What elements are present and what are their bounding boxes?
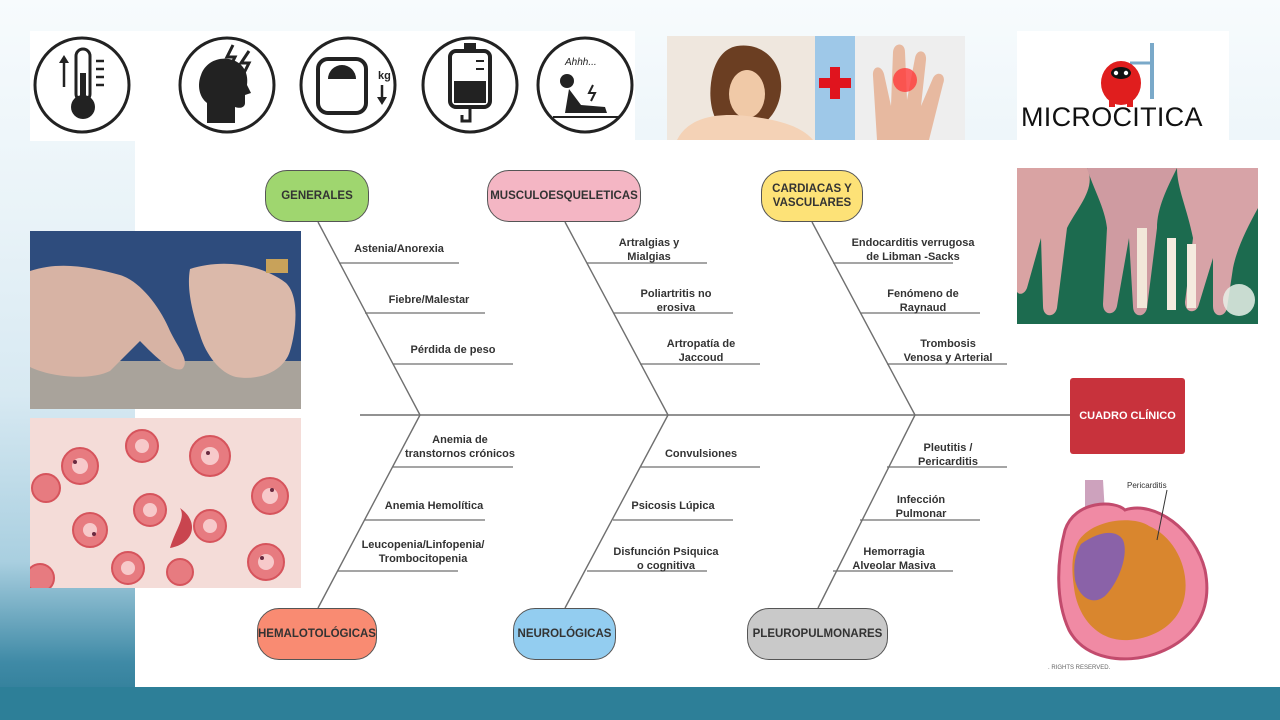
category-generales: GENERALES	[265, 170, 369, 222]
item-generales-3: Pérdida de peso	[410, 344, 496, 356]
raynaud-hands-photo	[1017, 168, 1258, 324]
item-cardiacas-2: Fenómeno de Raynaud	[887, 288, 959, 315]
footer-band	[0, 687, 1280, 720]
item-pleuro-2: Infección Pulmonar	[895, 494, 947, 521]
symptom-icons-strip: kg Ahhh...	[30, 31, 635, 141]
item-neuro-3: Disfunción Psiquica o cognitiva	[613, 546, 719, 573]
svg-text:kg: kg	[378, 70, 391, 82]
category-hematologicas: HEMALOTOLÓGICAS	[257, 608, 377, 660]
item-hema-2: Anemia Hemolítica	[384, 500, 484, 512]
svg-text:Ahhh...: Ahhh...	[564, 57, 597, 68]
microcitica-label: MICROCITICA	[1021, 102, 1203, 132]
item-musculo-1: Artralgias y Mialgias	[618, 237, 680, 264]
item-musculo-3: Artropatía de Jaccoud	[666, 338, 736, 365]
category-pleuropulmonares: PLEUROPULMONARES	[747, 608, 888, 660]
item-hema-1: Anemia de transtornos crónicos	[404, 434, 516, 461]
category-musculoesqueleticas: MUSCULOESQUELETICAS	[487, 170, 641, 222]
jaccoud-hands-photo	[30, 231, 301, 409]
category-neurologicas: NEUROLÓGICAS	[513, 608, 616, 660]
item-cardiacas-1: Endocarditis verrugosa de Libman -Sacks	[851, 237, 975, 264]
effect-cuadro-clinico: CUADRO CLÍNICO	[1070, 378, 1185, 454]
red-blood-cells-photo	[30, 418, 301, 588]
fatigue-and-joint-pain-photo	[667, 36, 965, 140]
pericarditis-callout-label: Pericarditis	[1127, 481, 1167, 490]
thermometer-icon	[33, 36, 131, 134]
item-generales-2: Fiebre/Malestar	[388, 294, 470, 306]
item-generales-1: Astenia/Anorexia	[354, 243, 444, 255]
item-musculo-2: Poliartritis no erosiva	[640, 288, 712, 315]
fatigue-icon: Ahhh...	[536, 36, 634, 134]
headache-icon	[178, 36, 276, 134]
item-neuro-1: Convulsiones	[664, 448, 738, 460]
category-cardiacas-vasculares: CARDIACAS Y VASCULARES	[761, 170, 863, 222]
weight-scale-icon: kg	[299, 36, 397, 134]
item-pleuro-3: Hemorragia Alveolar Masiva	[852, 546, 936, 573]
item-cardiacas-3: Trombosis Venosa y Arterial	[903, 338, 993, 365]
pericarditis-heart-illustration	[1045, 470, 1223, 675]
copyright-text: . RIGHTS RESERVED.	[1048, 665, 1111, 671]
iv-bag-icon	[421, 36, 519, 134]
item-neuro-2: Psicosis Lúpica	[631, 500, 715, 512]
microcitica-logo	[1017, 31, 1229, 140]
item-pleuro-1: Pleutitis / Pericarditis	[918, 442, 978, 469]
item-hema-3: Leucopenia/Linfopenia/ Trombocitopenia	[361, 539, 485, 566]
